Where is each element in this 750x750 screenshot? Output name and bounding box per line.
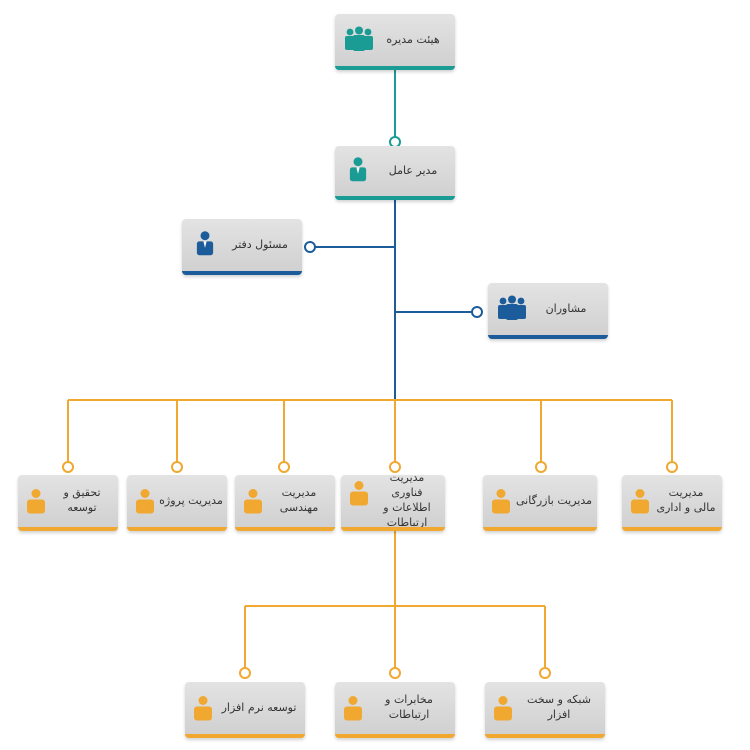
node-software-dev[interactable]: توسعه نرم افزار [185, 682, 305, 738]
node-finance-admin-label: مدیریت مالی و اداری [654, 475, 718, 527]
node-project-label: مدیریت پروژه [159, 493, 223, 507]
person-icon [194, 696, 212, 721]
node-network-hw[interactable]: شبکه و سخت افزار [485, 682, 605, 738]
node-network-hw-accent [485, 734, 605, 738]
person-icon [494, 696, 512, 721]
node-board-accent [335, 66, 455, 70]
person-icon [196, 231, 214, 256]
node-it-accent [341, 527, 445, 531]
node-ceo[interactable]: مدیر عامل [335, 146, 455, 200]
person-icon [631, 489, 649, 514]
node-finance-admin-accent [622, 527, 722, 531]
node-commerce[interactable]: مدیریت بازرگانی [483, 475, 597, 531]
node-finance-admin[interactable]: مدیریت مالی و اداری [622, 475, 722, 531]
node-finance-admin-label-line1: مدیریت [668, 486, 704, 500]
person-icon [350, 481, 368, 506]
node-rnd[interactable]: تحقیق و توسعه [18, 475, 118, 531]
node-project[interactable]: مدیریت پروژه [127, 475, 227, 531]
node-board[interactable]: هیئت مدیره [335, 14, 455, 70]
node-it-label: مدیریت فناوری اطلاعات و ارتباطات [373, 471, 441, 529]
node-advisors-label: مشاوران [545, 301, 587, 315]
person-icon [136, 489, 154, 514]
navy-connector [313, 200, 473, 400]
node-software-dev-label: توسعه نرم افزار [221, 700, 297, 714]
node-telecom-label: مخابرات و ارتباطات [385, 693, 433, 721]
person-icon [244, 489, 262, 514]
node-it[interactable]: مدیریت فناوری اطلاعات و ارتباطات [341, 471, 445, 531]
node-engineering[interactable]: مدیریت مهندسی [235, 475, 335, 531]
node-telecom[interactable]: مخابرات و ارتباطات [335, 682, 455, 738]
node-engineering-label: مدیریت مهندسی [279, 486, 319, 514]
node-commerce-accent [483, 527, 597, 531]
node-board-label: هیئت مدیره [386, 32, 440, 46]
person-icon [27, 489, 45, 514]
node-telecom-accent [335, 734, 455, 738]
node-ceo-label: مدیر عامل [388, 163, 438, 177]
node-rnd-label: تحقیق و توسعه [63, 486, 101, 514]
orange-connector [67, 399, 673, 668]
connector-node-office-manager [304, 241, 316, 253]
node-network-hw-label: شبکه و سخت افزار [527, 693, 591, 721]
node-ceo-accent [335, 196, 455, 200]
group-icon [345, 26, 373, 51]
node-commerce-label: مدیریت بازرگانی [516, 493, 593, 507]
node-advisors[interactable]: مشاوران [488, 283, 608, 339]
node-engineering-accent [235, 527, 335, 531]
person-icon [344, 696, 362, 721]
node-advisors-accent [488, 335, 608, 339]
node-office-manager-accent [182, 271, 302, 275]
node-finance-admin-label-line2: مالی و اداری [656, 501, 716, 514]
connector-node-advisors [471, 306, 483, 318]
person-icon [492, 489, 510, 514]
node-it-label-line2: اطلاعات و ارتباطات [383, 501, 431, 529]
person-icon [349, 157, 367, 182]
node-project-accent [127, 527, 227, 531]
orange-connector-nodes [62, 461, 678, 679]
node-office-manager[interactable]: مسئول دفتر [182, 219, 302, 275]
group-icon [498, 295, 526, 320]
node-rnd-accent [18, 527, 118, 531]
node-it-label-line1: مدیریت فناوری [389, 471, 425, 500]
node-office-manager-label: مسئول دفتر [232, 237, 288, 251]
node-software-dev-accent [185, 734, 305, 738]
